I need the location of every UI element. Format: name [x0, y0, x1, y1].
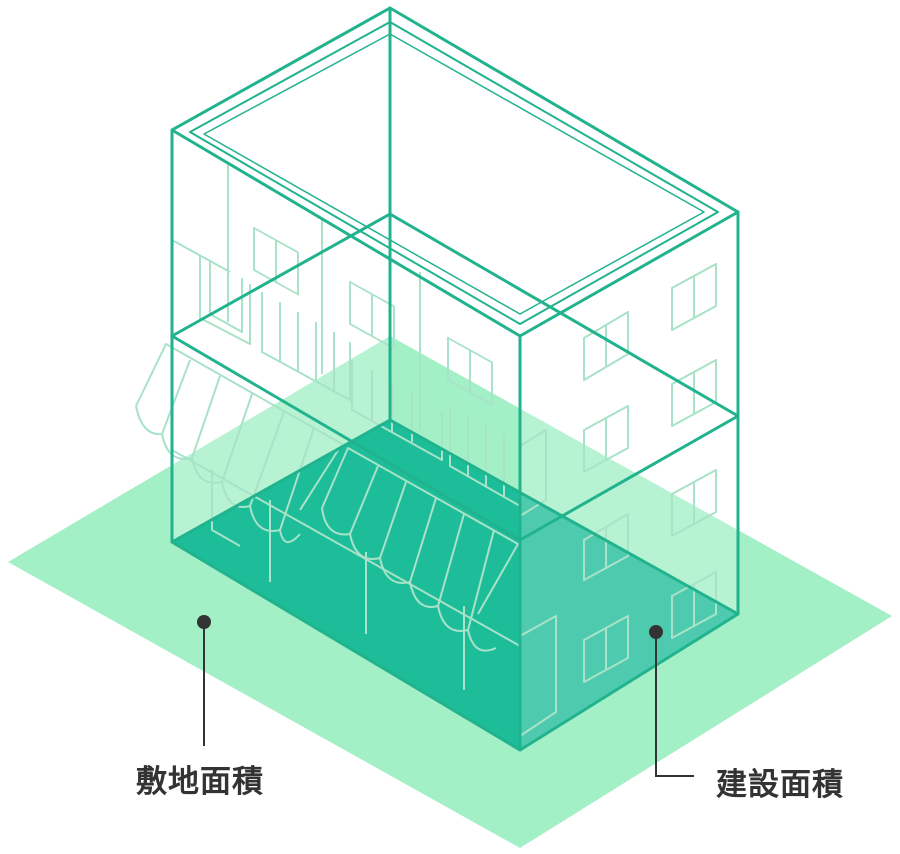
site-area-label: 敷地面積 — [136, 764, 264, 800]
leader-lines — [203, 622, 694, 777]
building-leader-line — [655, 632, 694, 777]
building-footprint — [172, 420, 738, 750]
building-wireframe — [170, 6, 740, 752]
building-area-label: 建設面積 — [716, 767, 844, 803]
site-marker-dot — [197, 615, 211, 629]
building-marker-dot — [649, 625, 663, 639]
facade-details — [135, 165, 717, 737]
